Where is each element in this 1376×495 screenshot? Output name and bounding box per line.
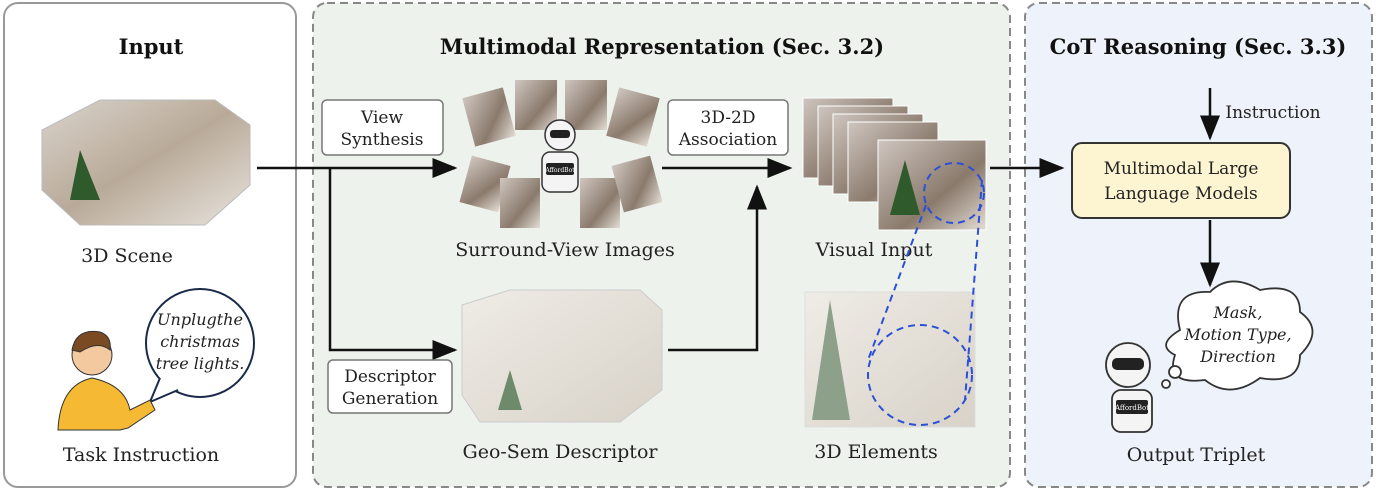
- person-icon: [57, 330, 156, 431]
- llm-line-1: Multimodal Large: [1104, 159, 1259, 179]
- descriptor-generation-box: [327, 359, 453, 414]
- thought-cloud: [1161, 280, 1314, 391]
- task-instruction-label: Task Instruction: [63, 444, 219, 466]
- reasoning-panel: [1024, 2, 1373, 488]
- robot-icon: AffordBot: [1105, 342, 1153, 433]
- geo-sem-descriptor-image: [461, 289, 663, 423]
- thought-line-1: Mask,: [1213, 303, 1263, 322]
- robot-badge: AffordBot: [1114, 404, 1149, 412]
- instruction-label: Instruction: [1225, 103, 1320, 123]
- reasoning-title: CoT Reasoning (Sec. 3.3): [1050, 34, 1347, 59]
- surround-view-label: Surround-View Images: [455, 239, 675, 261]
- descriptor-line-2: Generation: [342, 389, 438, 409]
- descriptor-line-1: Descriptor: [344, 367, 436, 387]
- highlight-zoom: [867, 162, 985, 426]
- representation-title: Multimodal Representation (Sec. 3.2): [440, 34, 884, 59]
- association-line-1: 3D-2D: [701, 108, 756, 128]
- thought-line-2: Motion Type,: [1183, 325, 1291, 344]
- view-synthesis-line-2: Synthesis: [341, 130, 424, 150]
- geo-sem-label: Geo-Sem Descriptor: [463, 441, 659, 463]
- visual-input-label: Visual Input: [815, 239, 933, 261]
- speech-line-3: tree lights.: [156, 354, 245, 373]
- 3d-elements-label: 3D Elements: [814, 441, 937, 463]
- llm-line-2: Language Models: [1104, 184, 1257, 204]
- association-box: [667, 99, 789, 156]
- association-line-2: Association: [678, 130, 778, 150]
- robot-badge: AffordBot: [544, 167, 575, 174]
- output-triplet-label: Output Triplet: [1127, 444, 1266, 466]
- view-synthesis-line-1: View: [360, 108, 403, 128]
- flow-arrows: [257, 88, 1220, 360]
- input-title: Input: [119, 34, 184, 59]
- speech-bubble: [145, 288, 255, 404]
- robot-icon: AffordBot: [541, 119, 579, 193]
- surround-view-images: AffordBot: [459, 80, 663, 228]
- 3d-elements-image: [804, 291, 976, 428]
- speech-line-2: christmas: [160, 332, 240, 351]
- llm-box: [1071, 142, 1291, 219]
- view-synthesis-box: [321, 99, 444, 156]
- speech-line-1: Unplugthe: [157, 310, 243, 329]
- visual-input-images: [802, 97, 987, 231]
- thought-line-3: Direction: [1199, 347, 1276, 366]
- 3d-scene-label: 3D Scene: [81, 245, 173, 267]
- 3d-scene-image: [41, 99, 251, 226]
